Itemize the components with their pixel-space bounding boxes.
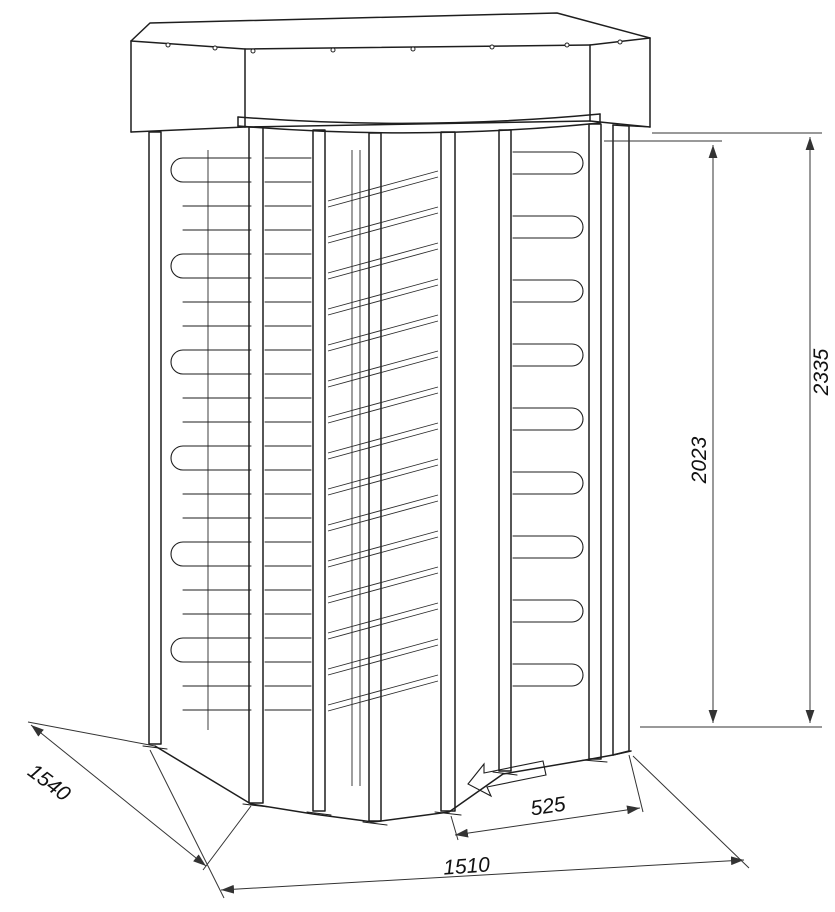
canopy — [130, 12, 651, 133]
rotor-arms — [327, 170, 439, 712]
dim-passage-width: 525 — [450, 754, 644, 841]
dim-total-height: 2335 — [640, 132, 833, 728]
right-barrier-bars — [512, 151, 584, 687]
canopy-screws — [165, 39, 623, 54]
dim-label-overall-width: 1510 — [442, 853, 491, 879]
header-beam — [237, 113, 601, 134]
dim-passage-height: 2023 — [604, 140, 722, 723]
left-barrier-bars — [170, 157, 312, 711]
dimensions: 2335 2023 1540 525 1510 — [23, 132, 833, 899]
turnstile-structure — [130, 12, 651, 826]
base-frame — [142, 745, 632, 826]
dim-label-passage-height: 2023 — [688, 436, 711, 484]
dim-label-total-height: 2335 — [810, 348, 833, 396]
dim-depth: 1540 — [23, 721, 252, 871]
passage-direction-arrow — [467, 760, 547, 798]
dim-label-passage-width: 525 — [529, 793, 567, 821]
dim-label-depth: 1540 — [23, 760, 74, 807]
dim-overall-width: 1510 — [149, 749, 750, 899]
